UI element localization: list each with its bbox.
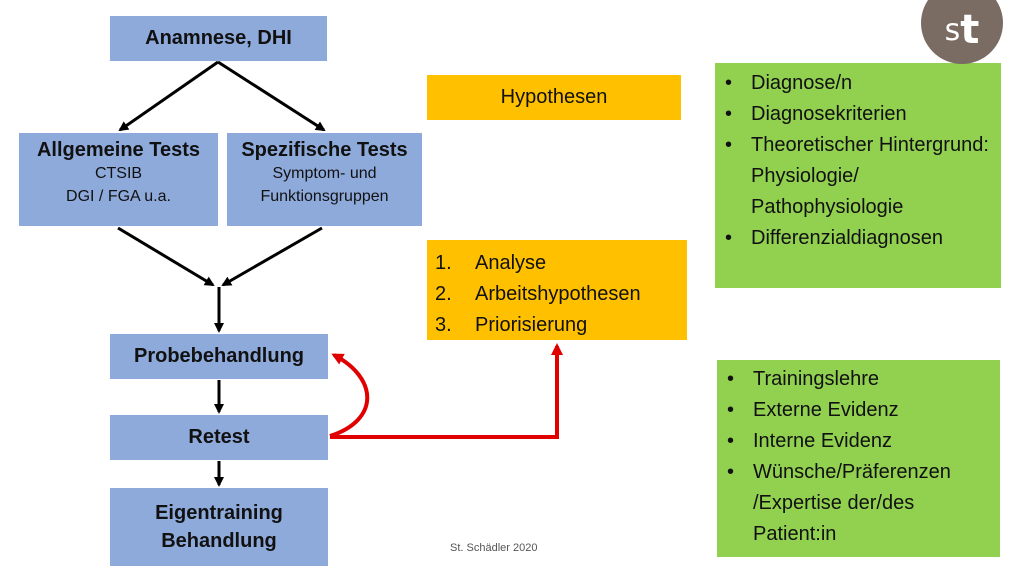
step-text: Arbeitshypothesen xyxy=(475,283,641,305)
anamnese-title: Anamnese, DHI xyxy=(145,27,292,49)
bullet-icon: • xyxy=(727,399,735,421)
list-item: •Diagnosekriterien xyxy=(725,99,993,130)
list-item: •Trainingslehre xyxy=(727,364,992,395)
bullet-icon: • xyxy=(727,461,735,483)
step-item: 2. Arbeitshypothesen xyxy=(435,279,687,310)
list-item: •Interne Evidenz xyxy=(727,426,992,457)
logo-letter-s: s xyxy=(944,12,961,48)
list-item: •Diagnose/n xyxy=(725,68,993,99)
allgemeine-tests-box: Allgemeine Tests CTSIB DGI / FGA u.a. xyxy=(19,133,218,226)
steps-box: 1. Analyse 2. Arbeitshypothesen 3. Prior… xyxy=(427,240,687,340)
step-number: 1. xyxy=(435,252,452,274)
list-item: •Externe Evidenz xyxy=(727,395,992,426)
probebehandlung-box: Probebehandlung xyxy=(110,334,328,379)
step-text: Priorisierung xyxy=(475,314,588,336)
spezifische-tests-box: Spezifische Tests Symptom- und Funktions… xyxy=(227,133,422,226)
spezifische-tests-line2: Funktionsgruppen xyxy=(260,188,389,205)
bullet-icon: • xyxy=(727,430,735,452)
step-item: 3. Priorisierung xyxy=(435,310,687,341)
red-loop-retest-to-probe xyxy=(329,353,370,438)
list-item: •Theoretischer Hintergrund: Physiologie/… xyxy=(725,130,993,223)
eigentraining-line1: Eigentraining xyxy=(155,502,283,524)
allgemeine-tests-line2: DGI / FGA u.a. xyxy=(66,188,171,205)
arrow-allgemeine-to-merge xyxy=(117,226,215,287)
bullet-icon: • xyxy=(725,103,733,125)
hypothesen-title: Hypothesen xyxy=(500,86,608,108)
bullet-icon: • xyxy=(725,134,733,156)
spezifische-tests-line1: Symptom- und xyxy=(272,165,377,182)
step-number: 2. xyxy=(435,283,452,305)
step-text: Analyse xyxy=(475,252,547,274)
retest-title: Retest xyxy=(188,426,250,448)
step-number: 3. xyxy=(435,314,452,336)
evidenz-box: •Trainingslehre •Externe Evidenz •Intern… xyxy=(717,360,1000,557)
arrow-anamnese-to-spezifische xyxy=(217,60,326,132)
retest-box: Retest xyxy=(110,415,328,460)
probebehandlung-title: Probebehandlung xyxy=(134,345,304,367)
anamnese-box: Anamnese, DHI xyxy=(110,16,327,61)
logo-letter-t: t xyxy=(960,7,980,53)
list-item: •Differenzialdiagnosen xyxy=(725,223,993,254)
footer-credit: St. Schädler 2020 xyxy=(450,542,538,554)
list-item: •Wünsche/Präferenzen /Expertise der/des … xyxy=(727,457,992,550)
allgemeine-tests-title: Allgemeine Tests xyxy=(36,139,201,161)
spezifische-tests-title: Spezifische Tests xyxy=(241,139,408,161)
hypothesen-box: Hypothesen xyxy=(427,75,681,120)
red-arrow-retest-to-steps xyxy=(330,343,563,439)
diagnose-box: •Diagnose/n •Diagnosekriterien •Theoreti… xyxy=(715,63,1001,288)
bullet-icon: • xyxy=(725,227,733,249)
allgemeine-tests-line1: CTSIB xyxy=(94,165,143,182)
step-item: 1. Analyse xyxy=(435,248,687,279)
bullet-icon: • xyxy=(725,72,733,94)
eigentraining-box: Eigentraining Behandlung xyxy=(110,488,328,566)
bullet-icon: • xyxy=(727,368,735,390)
arrow-anamnese-to-allgemeine xyxy=(118,60,219,132)
eigentraining-line2: Behandlung xyxy=(161,530,277,552)
arrow-spezifische-to-merge xyxy=(221,226,323,287)
